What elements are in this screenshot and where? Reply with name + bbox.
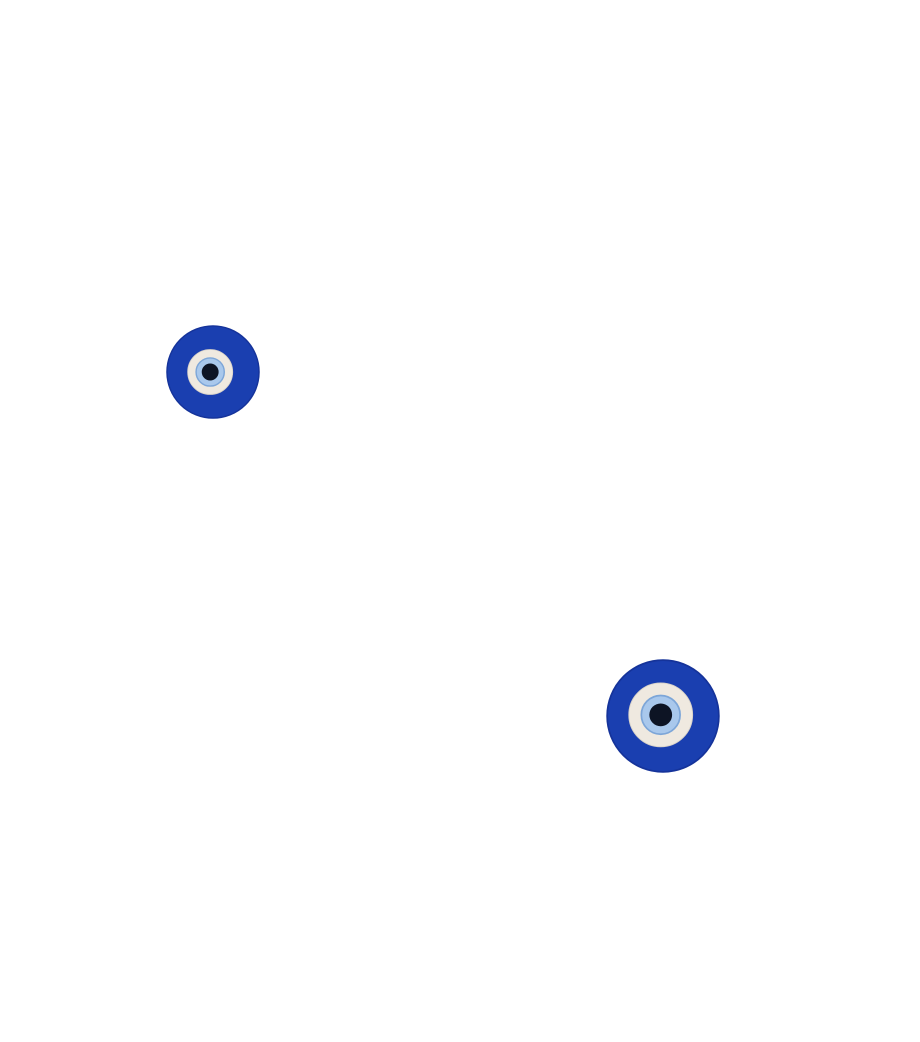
bead-pupil [649, 703, 673, 727]
evil-eye-icon [606, 659, 720, 773]
bead-pupil [201, 363, 219, 381]
evil-eye-icon [166, 325, 260, 419]
